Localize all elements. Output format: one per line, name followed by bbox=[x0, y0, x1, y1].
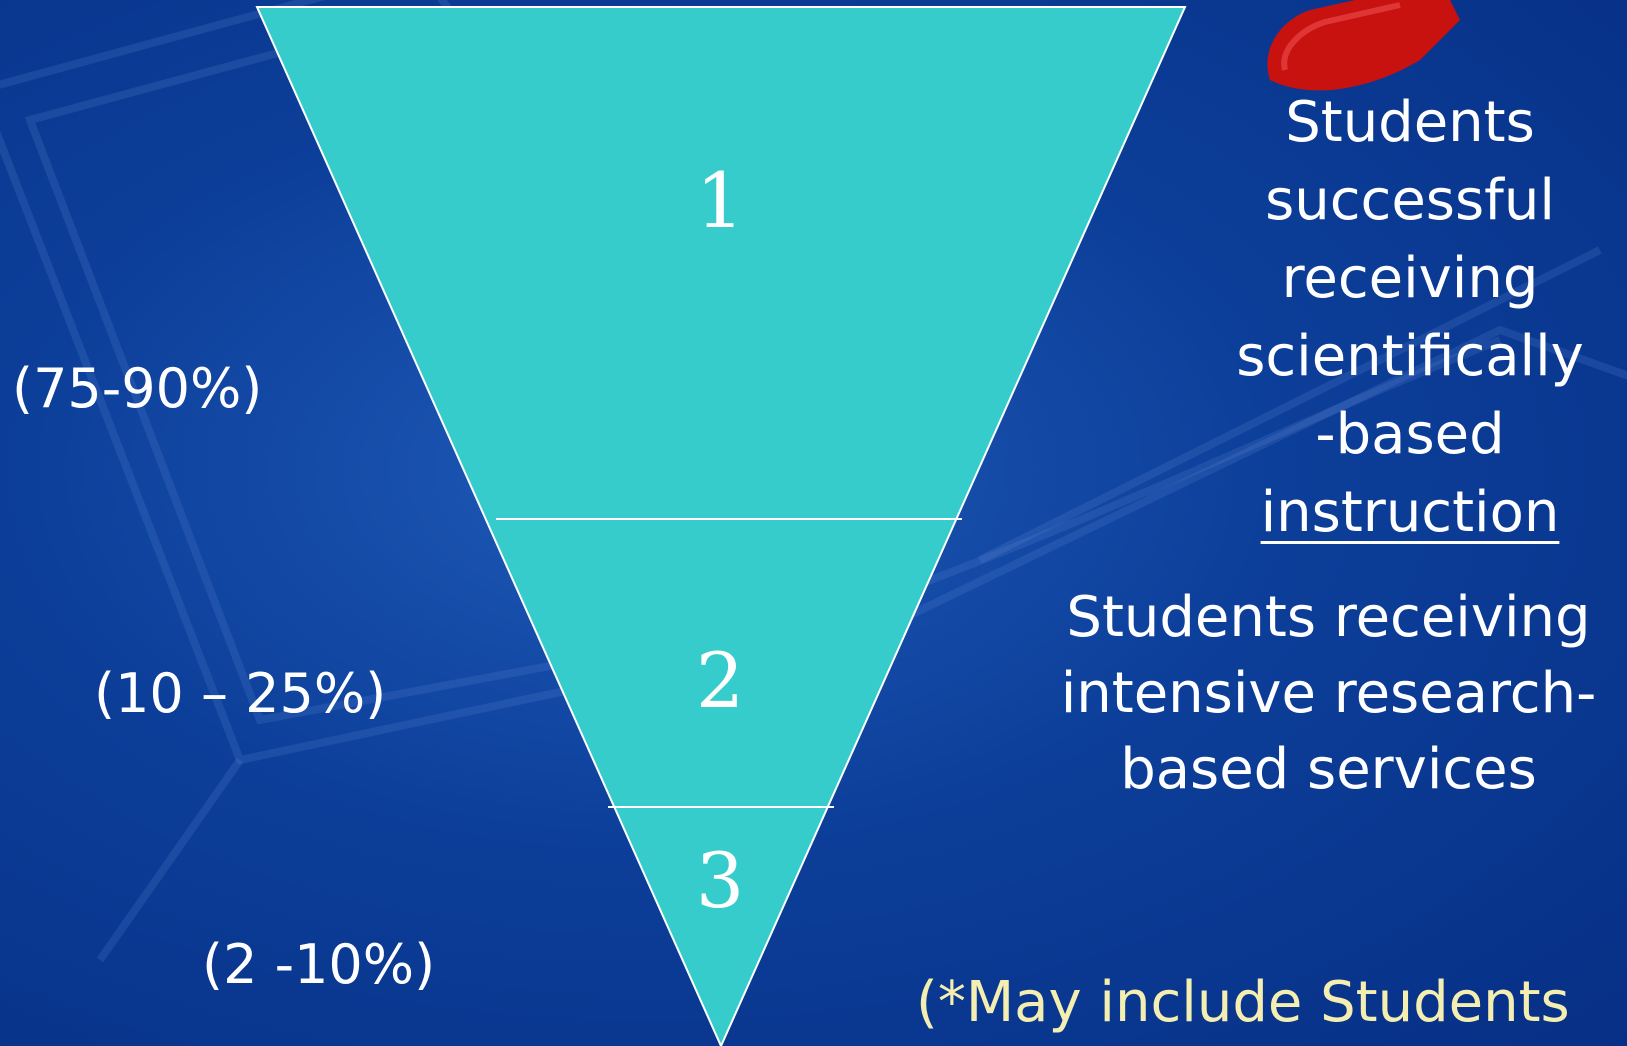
tier-1-description: Students successful receiving scientific… bbox=[1200, 84, 1620, 552]
tier-1-description-line: -based bbox=[1315, 402, 1505, 467]
underlined-word: instruction bbox=[1260, 480, 1560, 545]
footnote: (*May include Students bbox=[916, 970, 1570, 1035]
tier-2-description-line: intensive research- bbox=[1060, 661, 1597, 726]
tier-1-description-line: successful bbox=[1265, 168, 1555, 233]
tier-1-percent: (75-90%) bbox=[12, 357, 263, 420]
pyramid-shape bbox=[255, 6, 1187, 1046]
tier-2-description: Students receiving intensive research- b… bbox=[1030, 580, 1627, 808]
tier-1-description-line: receiving bbox=[1281, 246, 1539, 311]
tier-3-number: 3 bbox=[695, 836, 745, 925]
tier-2-percent: (10 – 25%) bbox=[94, 662, 387, 725]
tier-2-number: 2 bbox=[695, 636, 745, 725]
tier-2-description-line: based services bbox=[1120, 737, 1537, 802]
tier-1-number: 1 bbox=[695, 156, 745, 245]
tier-1-description-line: scientifically bbox=[1236, 324, 1584, 389]
tier-2-description-line: Students receiving bbox=[1066, 585, 1591, 650]
red-arrow-pointer-icon bbox=[1267, 0, 1460, 91]
tier-1-description-line: instruction bbox=[1200, 474, 1620, 552]
tier-1-description-line: Students bbox=[1285, 90, 1535, 155]
tier-3-percent: (2 -10%) bbox=[202, 933, 436, 996]
